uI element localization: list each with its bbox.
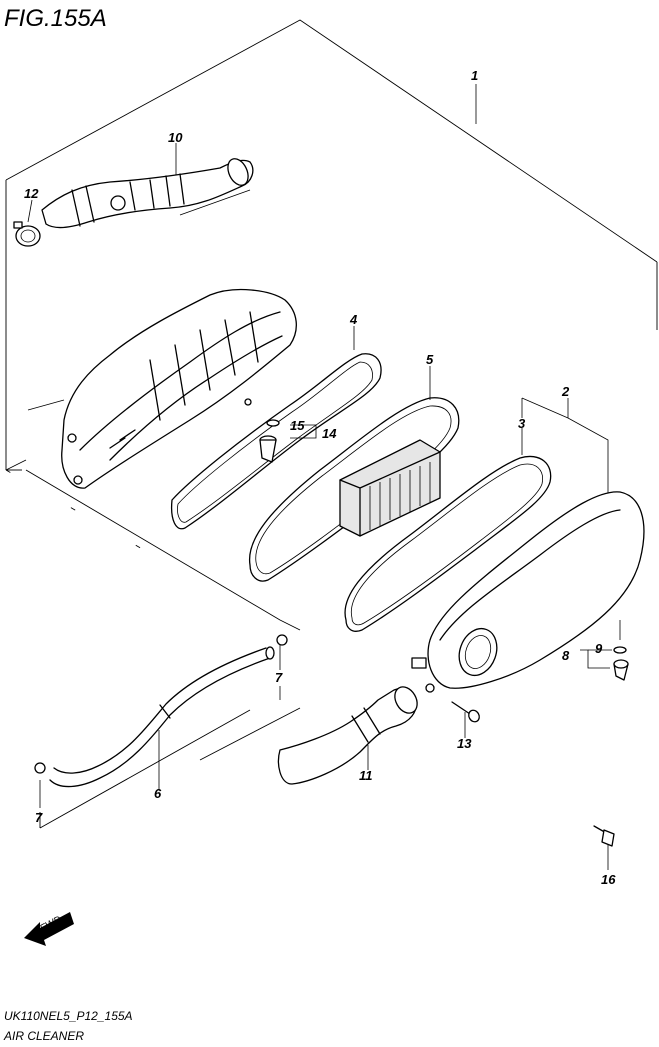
clamp-part-12 <box>13 221 41 247</box>
screw-part-13 <box>451 701 480 723</box>
drain-hose-part-6 <box>49 646 275 788</box>
callout-13: 13 <box>457 736 472 751</box>
callout-16: 16 <box>601 872 616 887</box>
callout-7a: 7 <box>275 670 283 685</box>
callout-14: 14 <box>322 426 337 441</box>
figure-title: FIG.155A <box>4 5 107 32</box>
intake-duct-part-10 <box>41 158 254 229</box>
figure-caption: AIR CLEANER <box>3 1029 84 1043</box>
bolt-part-16 <box>593 825 615 847</box>
callout-10: 10 <box>168 130 183 145</box>
callout-3: 3 <box>518 416 526 431</box>
callout-7b: 7 <box>35 810 43 825</box>
leader-lines <box>27 84 621 870</box>
fwd-arrow-icon: FWD <box>24 912 74 946</box>
element-part-5 <box>248 397 460 582</box>
cleaner-cover-part-2 <box>411 491 645 693</box>
gasket-part-3 <box>344 455 552 632</box>
callout-9: 9 <box>595 641 603 656</box>
figure-code: UK110NEL5_P12_155A <box>4 1009 133 1023</box>
callout-11: 11 <box>359 768 373 783</box>
drain-plug-part-8 <box>613 646 629 681</box>
air-cleaner-case <box>61 288 297 489</box>
callout-2: 2 <box>561 384 570 399</box>
callout-15: 15 <box>290 418 305 433</box>
callout-1: 1 <box>471 68 478 83</box>
callouts: 1 2 3 4 5 6 7 7 8 9 10 11 12 13 14 15 16 <box>24 68 616 887</box>
callout-6: 6 <box>154 786 162 801</box>
callout-8: 8 <box>562 648 570 663</box>
callout-12: 12 <box>24 186 39 201</box>
outlet-duct-part-11 <box>277 686 418 785</box>
assembly-boundary <box>5 19 658 829</box>
drain-nipple-part-14 <box>259 419 280 463</box>
callout-5: 5 <box>426 352 434 367</box>
callout-4: 4 <box>349 312 358 327</box>
hose-clip-part-7a <box>276 634 288 646</box>
hose-clip-part-7b <box>34 762 46 774</box>
